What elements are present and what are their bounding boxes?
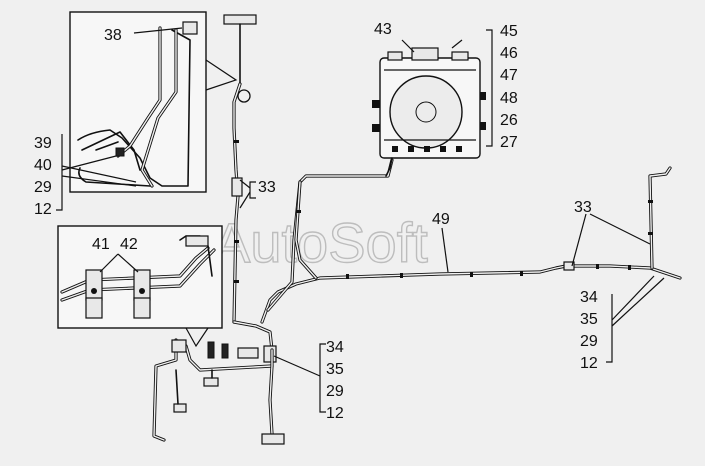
- relay-block: [171, 339, 187, 353]
- callout-46: 46: [500, 45, 518, 62]
- callout-43: 43: [374, 21, 392, 38]
- connector-top: [223, 14, 257, 25]
- callout-29-right: 29: [580, 333, 598, 350]
- callout-12-middle: 12: [326, 405, 344, 422]
- callout-40: 40: [34, 157, 52, 174]
- callout-39: 39: [34, 135, 52, 152]
- callout-38: 38: [104, 27, 122, 44]
- battery-handle: [411, 47, 439, 61]
- callout-29-middle: 29: [326, 383, 344, 400]
- callout-labels: 38 39 40 29 12 33 41 42 43 45 46 47 48 2…: [34, 21, 598, 422]
- callout-12-right: 12: [580, 355, 598, 372]
- callout-33-top: 33: [258, 179, 276, 196]
- connector-42: [133, 269, 151, 301]
- watermark: AutoSoft: [213, 211, 428, 274]
- callout-45: 45: [500, 23, 518, 40]
- callout-49: 49: [432, 211, 450, 228]
- battery-assembly: [372, 39, 486, 177]
- callout-35-right: 35: [580, 311, 598, 328]
- connector-38: [182, 21, 198, 35]
- callout-33-right: 33: [574, 199, 592, 216]
- inset-detail-connectors: [57, 225, 223, 348]
- callout-41: 41: [92, 236, 110, 253]
- callout-27: 27: [500, 134, 518, 151]
- connector-41: [85, 269, 103, 301]
- callout-12-left: 12: [34, 201, 52, 218]
- callout-26: 26: [500, 112, 518, 129]
- callout-47: 47: [500, 67, 518, 84]
- callout-34-right: 34: [580, 289, 598, 306]
- callout-29-left: 29: [34, 179, 52, 196]
- connector-bottom: [261, 433, 285, 445]
- callout-42: 42: [120, 236, 138, 253]
- inset-detail-seat: [69, 11, 238, 193]
- main-harness: [152, 14, 682, 445]
- connector-inset-top: [185, 235, 209, 247]
- callout-34-middle: 34: [326, 339, 344, 356]
- callout-48: 48: [500, 90, 518, 107]
- callout-35-middle: 35: [326, 361, 344, 378]
- leader-lines: [56, 29, 665, 413]
